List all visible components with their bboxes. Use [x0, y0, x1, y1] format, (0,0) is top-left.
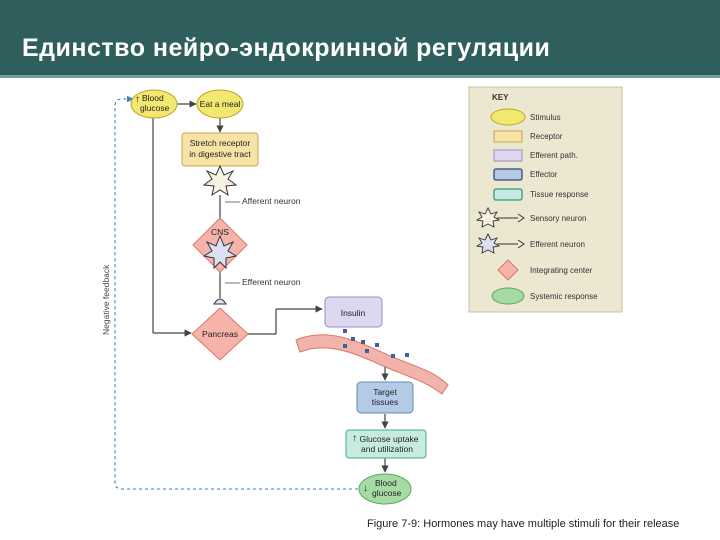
eat-meal-label: Eat a meal — [200, 99, 241, 109]
key-panel: KEY Stimulus Receptor Efferent path. Eff… — [468, 86, 623, 313]
key-systemic-response-label: Systemic response — [530, 292, 598, 301]
axon-terminal-icon — [213, 298, 227, 305]
stretch-receptor-line1: Stretch receptor — [190, 138, 251, 148]
connectors — [152, 100, 389, 473]
figure-caption: Figure 7-9: Hormones may have multiple s… — [367, 518, 680, 530]
key-title: KEY — [492, 93, 509, 102]
key-sensory-neuron-row: Sensory neuron — [475, 206, 586, 228]
stretch-receptor-line2: in digestive tract — [189, 149, 251, 159]
sensory-neuron-icon — [202, 164, 238, 197]
key-sensory-neuron-label: Sensory neuron — [530, 214, 586, 223]
key-efferent-neuron-row: Efferent neuron — [475, 232, 585, 254]
eat-meal-node: Eat a meal — [196, 89, 244, 119]
title-rule — [0, 75, 720, 78]
efferent-neuron-icon — [475, 232, 501, 254]
blood-glucose-down-node: ↓ Blood glucose — [358, 473, 412, 505]
insulin-molecules — [343, 329, 409, 358]
negative-feedback-label: Negative feedback — [101, 264, 111, 335]
blood-glucose-down-line2: glucose — [372, 488, 402, 498]
stretch-receptor-node: Stretch receptor in digestive tract — [181, 132, 259, 167]
target-tissues-line2: tissues — [372, 397, 398, 407]
up-arrow-icon: ↑ — [352, 433, 357, 444]
insulin-label: Insulin — [341, 308, 366, 318]
glucose-uptake-line2: and utilization — [361, 444, 413, 454]
glucose-uptake-line1: Glucose uptake — [359, 434, 418, 444]
blood-glucose-down-line1: Blood — [375, 478, 397, 488]
afferent-neuron-label: Afferent neuron — [242, 196, 301, 206]
key-effector-row: Effector — [493, 168, 558, 181]
slide-title: Единство нейро-эндокринной регуляции — [22, 34, 551, 62]
key-tissue-response-row: Tissue response — [493, 188, 589, 201]
target-tissues-node: Target tissues — [356, 381, 414, 414]
blood-glucose-up-line1: Blood — [142, 93, 164, 103]
sensory-neuron-icon — [475, 206, 501, 228]
title-bar — [0, 0, 720, 75]
glucose-uptake-node: ↑ Glucose uptake and utilization — [345, 429, 427, 459]
blood-glucose-up-node: ↑ Blood glucose — [130, 89, 178, 119]
insulin-node: Insulin — [324, 296, 383, 328]
efferent-neuron-label: Efferent neuron — [242, 277, 301, 287]
key-efferent-neuron-label: Efferent neuron — [530, 240, 585, 249]
key-tissue-response-label: Tissue response — [530, 190, 589, 199]
blood-vessel-band — [295, 334, 449, 395]
target-tissues-line1: Target — [373, 387, 397, 397]
key-integrating-center-label: Integrating center — [530, 266, 593, 275]
down-arrow-icon: ↓ — [363, 483, 368, 494]
up-arrow-icon: ↑ — [135, 94, 140, 105]
key-systemic-response-row: Systemic response — [491, 287, 598, 305]
key-effector-label: Effector — [530, 170, 558, 179]
pancreas-label: Pancreas — [202, 329, 238, 339]
cns-node: CNS — [192, 217, 248, 273]
key-receptor-row: Receptor — [493, 130, 563, 143]
key-stimulus-row: Stimulus — [490, 108, 561, 126]
key-integrating-center-row: Integrating center — [497, 259, 593, 281]
key-efferent-path-label: Efferent path. — [530, 151, 578, 160]
pancreas-node: Pancreas — [191, 307, 249, 361]
key-receptor-label: Receptor — [530, 132, 563, 141]
key-stimulus-label: Stimulus — [530, 113, 561, 122]
blood-glucose-up-line2: glucose — [140, 103, 170, 113]
negative-feedback-loop — [114, 95, 358, 490]
cns-label: CNS — [211, 227, 229, 237]
key-efferent-path-row: Efferent path. — [493, 149, 578, 162]
